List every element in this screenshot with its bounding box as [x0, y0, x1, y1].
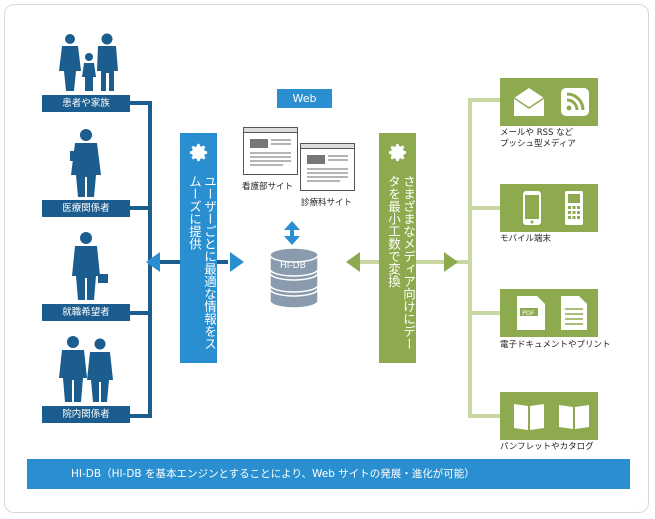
staff-icon [59, 336, 113, 402]
persona-doctor: 医療関係者 [42, 128, 130, 218]
database-label: HI-DB [280, 261, 306, 271]
website-window-icon [300, 143, 355, 191]
media-label-line: メールや RSS など [500, 128, 574, 138]
persona-label: 就職希望者 [42, 304, 130, 321]
smartphone-icon [523, 191, 541, 225]
job-seeker-icon [72, 232, 108, 300]
site-label-clinical: 診療科サイト [301, 198, 353, 208]
media-documents: PDF [500, 289, 598, 337]
rss-icon [561, 88, 589, 116]
persona-label: 患者や家族 [42, 95, 130, 112]
catalog-icon [559, 405, 589, 429]
media-push [500, 78, 598, 126]
persona-family: 患者や家族 [42, 33, 130, 113]
site-label-nursing: 看護部サイト [242, 182, 294, 192]
persona-job-seeker: 就職希望者 [42, 230, 130, 322]
media-conversion-text: さまざまなメディア向けにデータを最小工数で変換 [386, 175, 416, 350]
web-badge: Web [277, 89, 332, 108]
mail-icon [513, 88, 545, 116]
open-book-icon [514, 404, 544, 430]
media-conversion-panel: さまざまなメディア向けにデータを最小工数で変換 [379, 133, 416, 363]
persona-label: 医療関係者 [42, 200, 130, 217]
feature-phone-icon [565, 191, 583, 225]
svg-text:PDF: PDF [522, 309, 535, 317]
user-delivery-panel: ユーザーごとに最適な情報をスムーズに提供 [180, 133, 217, 363]
gear-icon [388, 143, 407, 162]
persona-staff: 院内関係者 [42, 332, 130, 424]
database-icon [269, 247, 319, 309]
media-label: 電子ドキュメントやプリント [500, 340, 611, 350]
media-label-line: プッシュ型メディア [500, 139, 576, 149]
media-label: パンフレットやカタログ [500, 442, 594, 452]
document-icon [561, 296, 587, 330]
hidb-foundation-bar: HI-DB（HI-DB を基本エンジンとすることにより、Web サイトの発展・進… [27, 459, 630, 489]
user-delivery-text: ユーザーごとに最適な情報をスムーズに提供 [187, 175, 217, 350]
media-label: モバイル端末 [500, 234, 552, 244]
media-print [500, 392, 598, 440]
persona-label: 院内関係者 [42, 406, 130, 423]
pdf-icon: PDF [517, 296, 545, 330]
media-label: メールや RSS など プッシュ型メディア [500, 128, 576, 150]
doctor-icon [70, 129, 101, 197]
family-icon [59, 33, 118, 91]
website-window-icon [243, 127, 298, 175]
media-mobile [500, 184, 598, 232]
gear-icon [189, 143, 208, 162]
